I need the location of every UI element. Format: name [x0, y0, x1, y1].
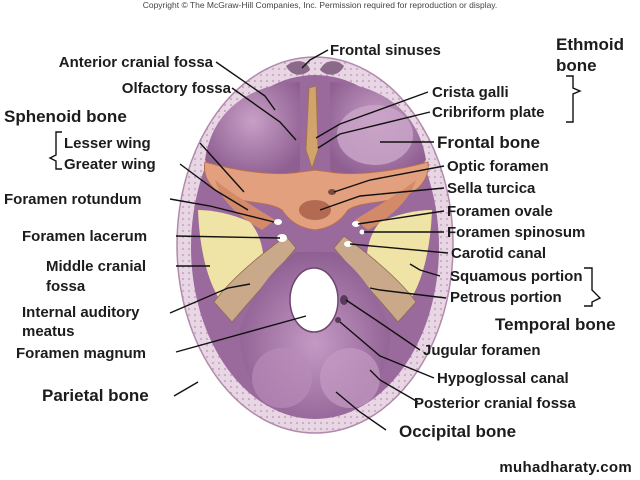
label-carotid-canal: Carotid canal: [451, 245, 546, 262]
optic-foramen-mark: [328, 189, 336, 195]
label-olfactory-fossa: Olfactory fossa: [122, 80, 232, 97]
foramen-lacerum-mark: [277, 234, 287, 242]
label-foramen-ovale: Foramen ovale: [447, 203, 553, 220]
label-internal-auditory-1: Internal auditory: [22, 304, 140, 321]
label-parietal-bone: Parietal bone: [42, 386, 149, 405]
label-middle-cranial-fossa-1: Middle cranial: [46, 258, 146, 275]
label-foramen-rotundum: Foramen rotundum: [4, 191, 142, 208]
hypoglossal-canal-mark: [335, 317, 341, 323]
label-occipital-bone: Occipital bone: [399, 422, 516, 441]
label-sphenoid-bone: Sphenoid bone: [4, 107, 127, 126]
label-posterior-cranial-fossa: Posterior cranial fossa: [414, 395, 576, 412]
label-lesser-wing: Lesser wing: [64, 135, 151, 152]
foramen-magnum: [289, 267, 339, 333]
copyright-text: Copyright © The McGraw-Hill Companies, I…: [143, 0, 498, 10]
watermark-text: muhadharaty.com: [499, 459, 632, 476]
label-foramen-spinosum: Foramen spinosum: [447, 224, 585, 241]
frontal-sinus-left: [286, 61, 310, 75]
label-sella-turcica: Sella turcica: [447, 180, 536, 197]
sella-turcica: [299, 200, 331, 220]
foramen-spinosum-mark: [359, 229, 365, 235]
foramen-rotundum-mark: [274, 219, 282, 225]
label-greater-wing: Greater wing: [64, 156, 156, 173]
petrous-left: [213, 235, 297, 323]
skull-illustration: [176, 56, 454, 434]
label-crista-galli: Crista galli: [432, 84, 509, 101]
label-optic-foramen: Optic foramen: [447, 158, 549, 175]
label-foramen-lacerum: Foramen lacerum: [22, 228, 147, 245]
carotid-canal-mark: [344, 241, 352, 247]
label-hypoglossal-canal: Hypoglossal canal: [437, 370, 569, 387]
label-petrous-portion: Petrous portion: [450, 289, 562, 306]
label-frontal-sinuses: Frontal sinuses: [330, 42, 441, 59]
foramen-ovale-mark: [352, 221, 360, 227]
label-ethmoid-bone-1: Ethmoid: [556, 35, 624, 54]
label-anterior-cranial-fossa: Anterior cranial fossa: [59, 54, 214, 71]
leader-lines: [169, 49, 449, 431]
greater-wing-left: [215, 180, 275, 230]
sphenoid-bracket: [48, 131, 62, 170]
label-temporal-bone: Temporal bone: [495, 315, 616, 334]
temporal-bracket: [584, 267, 602, 307]
label-squamous-portion: Squamous portion: [450, 268, 583, 285]
label-jugular-foramen: Jugular foramen: [423, 342, 541, 359]
petrous-right: [333, 235, 417, 323]
label-cribriform-plate: Cribriform plate: [432, 104, 545, 121]
frontal-sinus-right: [320, 61, 344, 75]
label-ethmoid-bone-2: bone: [556, 56, 597, 75]
label-foramen-magnum: Foramen magnum: [16, 345, 146, 362]
occipital-lobe-right: [320, 348, 380, 408]
labels: Anterior cranial fossa Olfactory fossa S…: [4, 35, 624, 441]
crista-galli: [305, 85, 319, 170]
ethmoid-bracket: [566, 75, 582, 123]
occipital-lobe-left: [252, 348, 312, 408]
label-internal-auditory-2: meatus: [22, 323, 75, 340]
frontal-bone-area: [337, 105, 413, 165]
jugular-foramen-mark: [340, 295, 348, 305]
anterior-fossa-left: [205, 82, 300, 180]
label-frontal-bone: Frontal bone: [437, 133, 540, 152]
label-middle-cranial-fossa-2: fossa: [46, 278, 86, 295]
